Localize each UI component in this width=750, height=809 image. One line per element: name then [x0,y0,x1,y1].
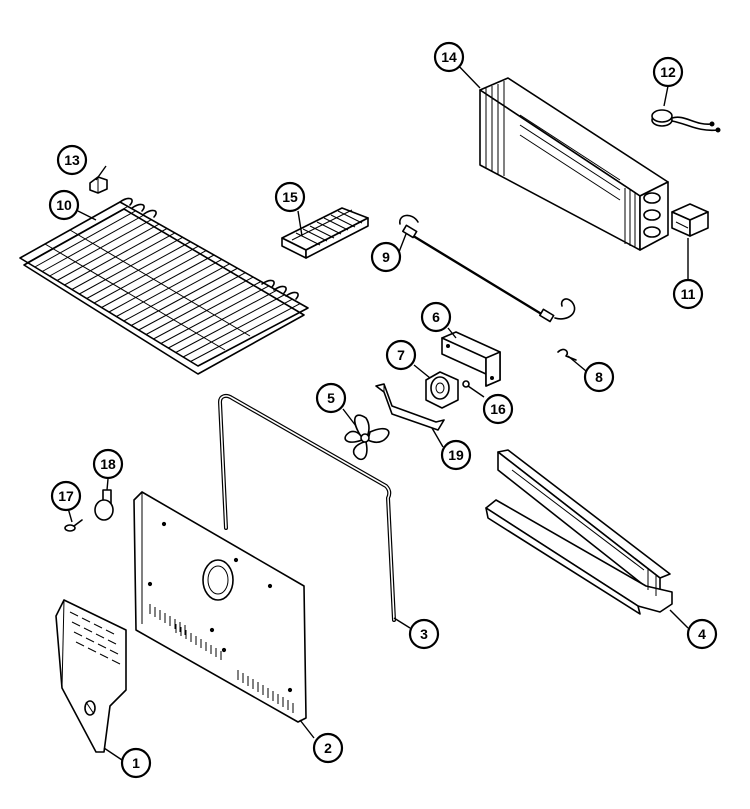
push-pin-part [94,489,114,521]
callout-label: 9 [382,249,390,265]
callout-label: 13 [64,152,80,168]
callout-13: 13 [56,144,88,176]
air-grille-part [55,599,127,753]
callout-label: 1 [132,755,140,771]
callout-12: 12 [652,56,684,88]
gasket-part [218,393,396,622]
callout-label: 4 [698,626,706,642]
callout-16: 16 [482,393,514,425]
wire-shelf-part [19,197,309,375]
clip-part [557,348,577,361]
callout-label: 19 [448,447,464,463]
callout-9: 9 [370,241,402,273]
defrost-heater-part [399,214,576,323]
callout-label: 2 [324,740,332,756]
callout-17: 17 [50,480,82,512]
callout-19: 19 [440,439,472,471]
drain-trough-part [485,449,673,615]
callout-5: 5 [315,382,347,414]
callout-3: 3 [408,618,440,650]
callout-4: 4 [686,618,718,650]
callout-11: 11 [672,278,704,310]
callout-label: 5 [327,390,335,406]
callout-label: 14 [441,49,457,65]
callout-14: 14 [433,41,465,73]
defrost-thermostat-part [651,109,721,133]
terminator-block-part [671,203,709,237]
grommet-part [462,380,470,388]
callout-label: 3 [420,626,428,642]
callout-18: 18 [92,448,124,480]
callout-label: 18 [100,456,116,472]
motor-strap-part [375,383,445,431]
callout-label: 11 [681,286,696,302]
callout-label: 16 [490,401,506,417]
evaporator-cover-part [133,491,307,723]
screw-part [64,519,83,532]
callout-label: 15 [282,189,298,205]
callout-label: 7 [397,347,405,363]
callout-1: 1 [120,747,152,779]
callout-6: 6 [420,301,452,333]
callout-label: 8 [595,369,603,385]
evaporator-part [479,77,669,251]
callout-label: 12 [660,64,676,80]
callout-10: 10 [48,189,80,221]
callout-label: 17 [58,488,74,504]
callout-label: 6 [432,309,440,325]
callout-label: 10 [56,197,72,213]
callout-7: 7 [385,339,417,371]
callout-2: 2 [312,732,344,764]
fan-blade-part [344,414,390,461]
fan-bracket-part [441,331,501,387]
callout-8: 8 [583,361,615,393]
shelf-stud-part [89,176,108,194]
fan-motor-part [425,371,459,409]
callout-15: 15 [274,181,306,213]
ice-tray-part [281,207,369,259]
